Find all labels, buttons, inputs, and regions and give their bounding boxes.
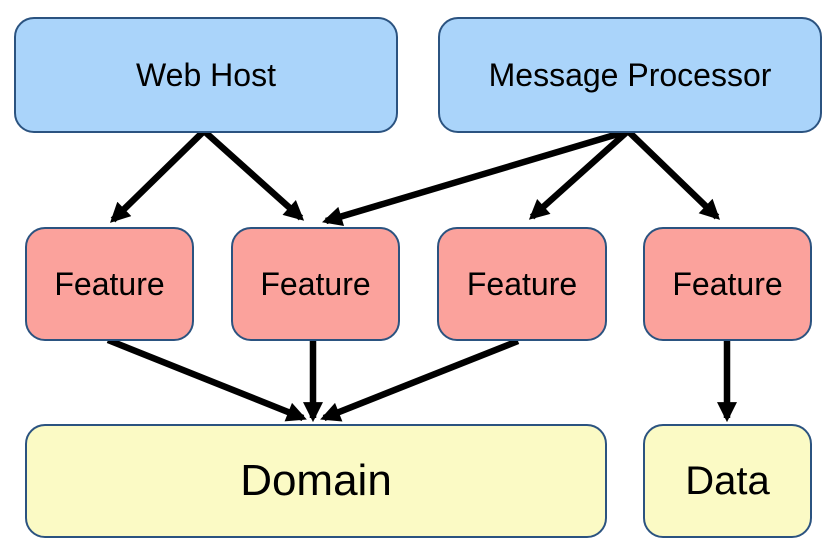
node-data: Data	[643, 424, 812, 538]
node-web-host: Web Host	[14, 17, 398, 133]
node-feature-2-label: Feature	[260, 265, 371, 302]
node-feature-3: Feature	[437, 227, 607, 341]
node-feature-4-label: Feature	[672, 265, 783, 302]
edge-message-processor-to-feature-3	[528, 128, 631, 220]
node-web-host-label: Web Host	[136, 56, 276, 93]
edge-message-processor-to-feature-4	[625, 128, 720, 220]
node-data-label: Data	[685, 458, 770, 503]
edge-web-host-to-feature-2	[201, 128, 305, 221]
edge-feature-3-to-domain	[320, 337, 520, 422]
node-message-processor-label: Message Processor	[488, 56, 772, 93]
node-message-processor: Message Processor	[438, 17, 822, 133]
node-feature-2: Feature	[231, 227, 400, 341]
edge-web-host-to-feature-1	[110, 128, 207, 223]
node-feature-4: Feature	[643, 227, 812, 341]
node-feature-1: Feature	[25, 227, 194, 341]
edge-feature-1-to-domain	[106, 336, 307, 422]
node-domain: Domain	[25, 424, 607, 538]
edge-message-processor-to-feature-2	[322, 127, 629, 227]
node-feature-3-label: Feature	[466, 265, 578, 302]
node-feature-1-label: Feature	[54, 265, 165, 302]
node-domain-label: Domain	[240, 456, 392, 505]
